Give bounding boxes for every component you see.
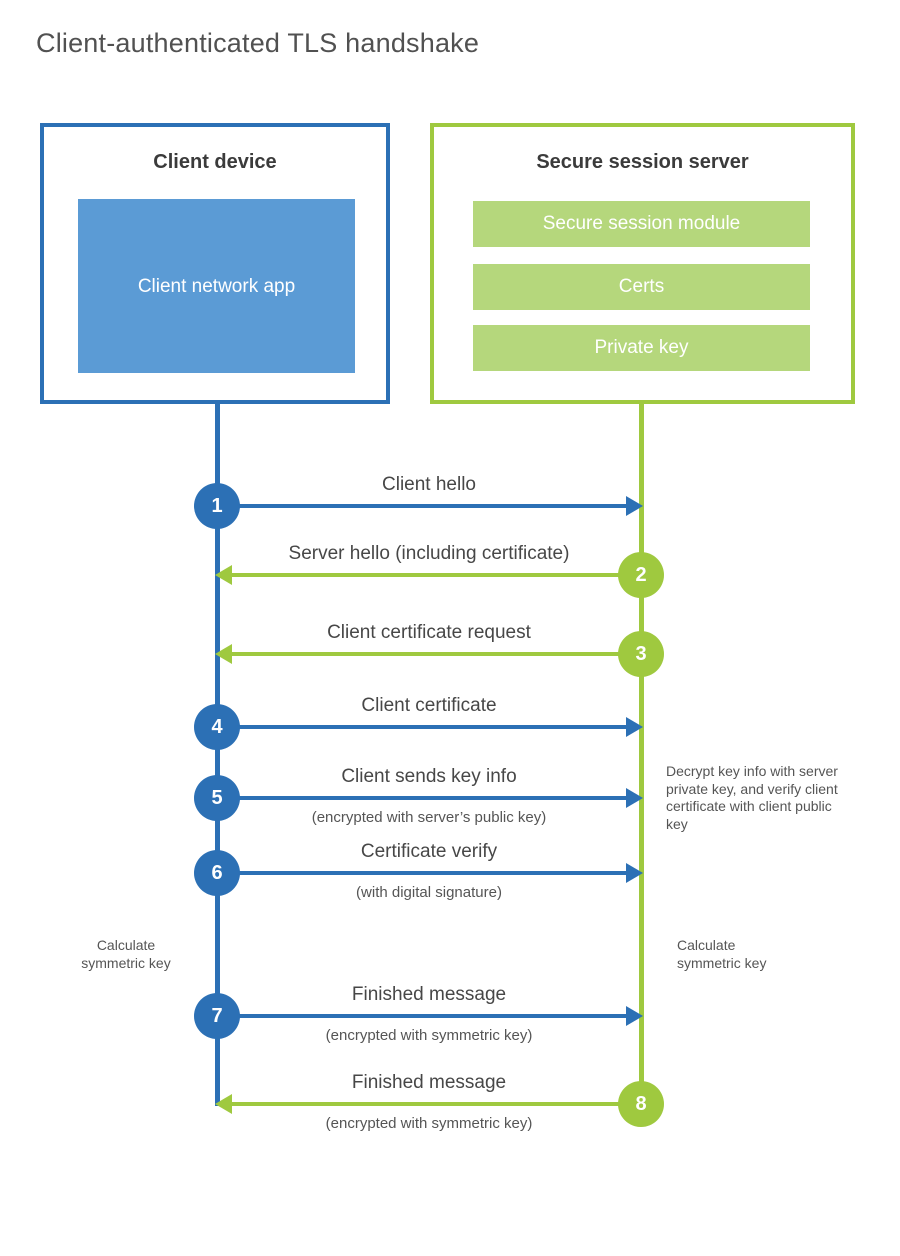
server-title: Secure session server [536,151,749,173]
calculate-symmetric-key-note-left: Calculate symmetric key [81,937,171,971]
arrow-left-icon [215,1094,232,1114]
message-label: Server hello (including certificate) [288,543,570,564]
message-label: Certificate verify [360,841,498,862]
arrow-shaft [230,573,641,577]
page-title: Client-authenticated TLS handshake [36,28,480,58]
arrow-shaft [230,1102,641,1106]
client-device-box: Client device Client network app [40,123,390,404]
client-network-app-module: Client network app [78,199,355,373]
step-circle-3: 3 [618,631,664,677]
arrow-shaft [230,652,641,656]
step-circle-2: 2 [618,552,664,598]
message-label: Finished message [351,1072,507,1093]
step-circle-7: 7 [194,993,240,1039]
arrow-left-icon [215,644,232,664]
step-circle-8: 8 [618,1081,664,1127]
arrow-right-icon [626,788,643,808]
arrow-shaft [217,796,628,800]
arrow-right-icon [626,717,643,737]
client-lifeline [215,404,220,1106]
secure-session-module: Secure session module [473,201,810,247]
calculate-symmetric-key-note-right: Calculate symmetric key [677,937,767,971]
message-label: Client certificate [361,695,497,716]
arrow-shaft [217,1014,628,1018]
client-device-title: Client device [153,151,277,173]
step-circle-4: 4 [194,704,240,750]
arrow-shaft [217,871,628,875]
decrypt-note: Decrypt key info with server private key… [666,763,838,832]
message-label: Client certificate request [327,622,531,643]
arrow-right-icon [626,1006,643,1026]
arrow-left-icon [215,565,232,585]
message-sublabel: (encrypted with server’s public key) [311,809,547,826]
message-sublabel: (encrypted with symmetric key) [325,1115,533,1132]
message-label: Client hello [382,474,476,495]
message-sublabel: (with digital signature) [356,884,502,901]
message-sublabel: (encrypted with symmetric key) [325,1027,533,1044]
private-key-module: Private key [473,325,810,371]
arrow-right-icon [626,863,643,883]
message-label: Finished message [351,984,507,1005]
arrow-right-icon [626,496,643,516]
server-box: Secure session server Secure session mod… [430,123,855,404]
step-circle-5: 5 [194,775,240,821]
step-circle-1: 1 [194,483,240,529]
arrow-shaft [217,725,628,729]
server-lifeline [639,404,644,1106]
message-label: Client sends key info [341,766,517,787]
arrow-shaft [217,504,628,508]
step-circle-6: 6 [194,850,240,896]
certs-module: Certs [473,264,810,310]
